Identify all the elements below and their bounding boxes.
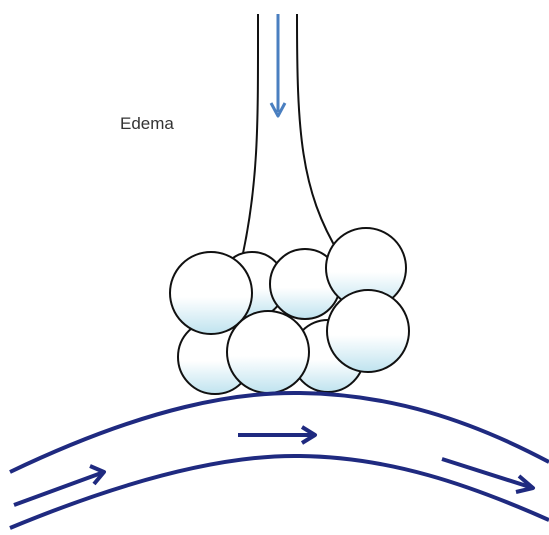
- alveolus: [227, 311, 309, 393]
- blood-vessel: [10, 393, 549, 528]
- airway-right-wall: [297, 14, 340, 255]
- airway-left-wall: [242, 14, 258, 258]
- arrow-right-icon: [238, 427, 315, 443]
- edema-label: Edema: [120, 114, 174, 134]
- airway: [242, 14, 340, 258]
- alveolus: [327, 290, 409, 372]
- arrow-right-icon: [442, 459, 533, 492]
- vessel-outer-wall: [10, 393, 549, 472]
- alveoli-cluster: [170, 228, 409, 394]
- arrow-down-icon: [271, 14, 285, 116]
